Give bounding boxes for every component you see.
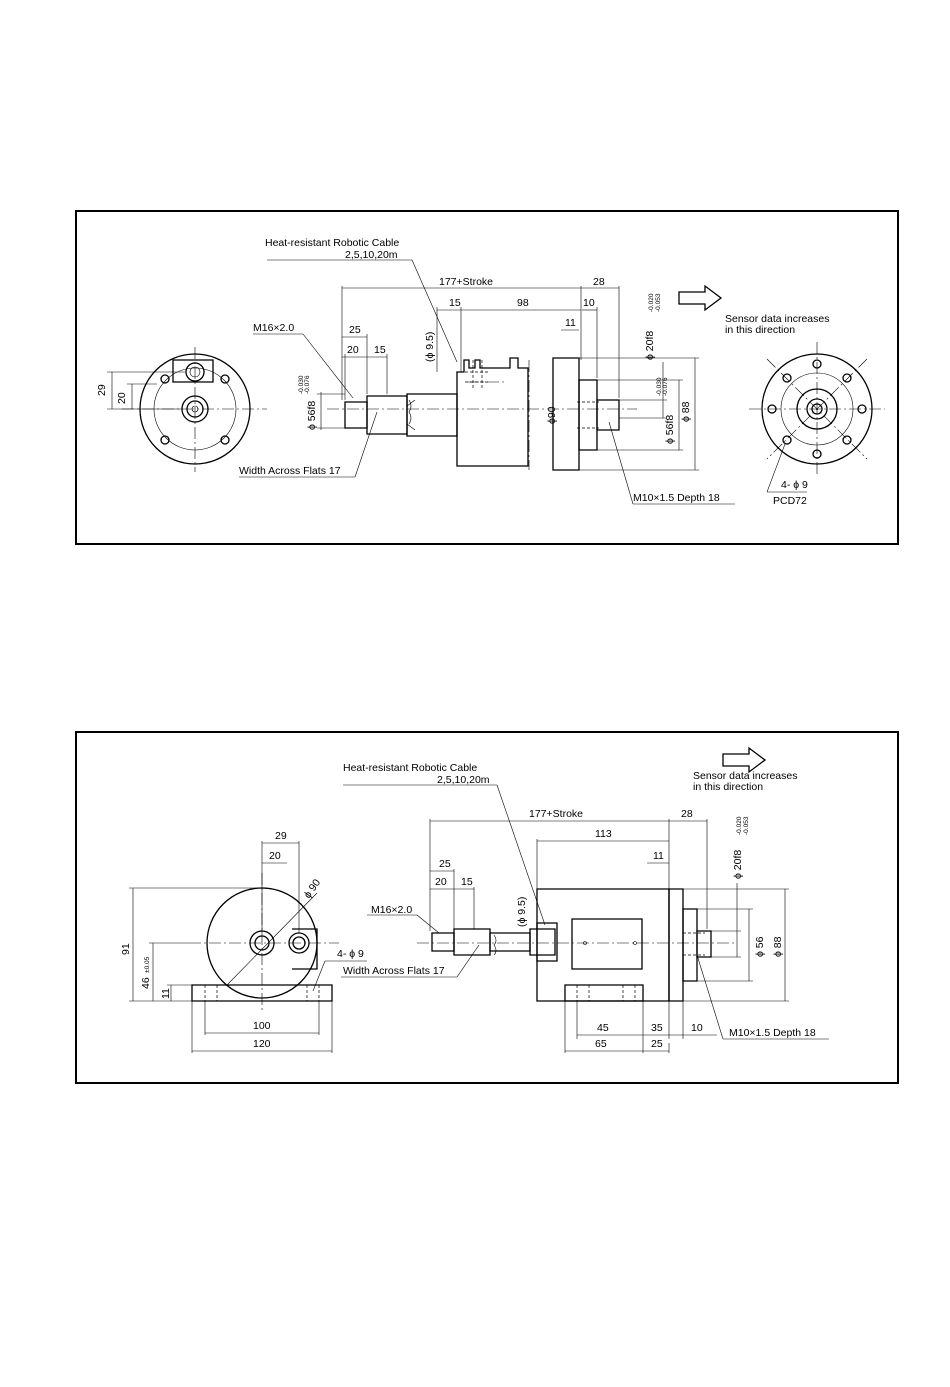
dim-20-label: 20	[435, 876, 447, 888]
dim-20-vertical-label: 20	[116, 392, 128, 404]
tol-20-lower: -0.053	[655, 293, 662, 312]
dim-91-label: 91	[120, 943, 132, 955]
cable-leader-line	[496, 784, 546, 926]
dim-15-label: 15	[461, 876, 473, 888]
direction-arrow-icon	[678, 284, 723, 312]
left-end-view	[107, 347, 267, 472]
dim-phi56-label: ϕ 56	[754, 936, 766, 957]
drawing-panel-flange-mount: 29 20 1	[75, 210, 899, 545]
side-view-foot	[417, 888, 737, 1002]
dim-phi88-label: ϕ 88	[680, 401, 692, 422]
side-view	[327, 357, 637, 471]
dim-total-label: 177+Stroke	[529, 808, 583, 820]
dim-113-label: 113	[595, 828, 612, 840]
direction-arrow-icon	[722, 746, 767, 774]
foot-mount-drawing: 29 20 ϕ 90 91 46 ±0.05 11 4- ϕ 9 100 120	[120, 746, 829, 1053]
end-thread-leader	[696, 954, 724, 1040]
dim-25b-label: 25	[651, 1038, 663, 1050]
tol-20-lower: -0.053	[743, 816, 750, 835]
dim-phi95-label: (ϕ 9.5)	[516, 897, 528, 927]
rod-thread-leader	[416, 914, 440, 934]
sensor-direction-line2: in this direction	[693, 781, 763, 793]
tol-20-upper: -0.020	[648, 293, 655, 312]
dim-phi90-label: ϕ 90	[302, 877, 324, 901]
sensor-direction-line1: Sensor data increases	[693, 770, 797, 782]
dim-15-label: 15	[449, 297, 461, 309]
cable-label: Heat-resistant Robotic Cable	[343, 762, 477, 774]
tol-56r-upper: -0.030	[656, 377, 663, 396]
dim-10-label: 10	[691, 1022, 703, 1034]
dim-100-label: 100	[253, 1020, 271, 1032]
end-thread-leader	[608, 421, 634, 505]
drawing-panel-foot-mount: 29 20 ϕ 90 91 46 ±0.05 11 4- ϕ 9 100 120	[75, 731, 899, 1084]
dim-phi56f8-label: ϕ 56f8	[306, 401, 318, 430]
rod-thread-label: M16×2.0	[371, 904, 412, 916]
dim-11-label: 11	[565, 317, 576, 329]
dim-10-label: 10	[583, 297, 595, 309]
rod-thread-label: M16×2.0	[253, 322, 294, 334]
rod-thread-leader	[302, 333, 354, 399]
dim-phi95-label: (ϕ 9.5)	[424, 332, 436, 362]
dim-29-label: 29	[96, 384, 108, 396]
dim-65-label: 65	[595, 1038, 607, 1050]
dim-20-label: 20	[347, 344, 359, 356]
dim-25-label: 25	[439, 858, 451, 870]
holes-leader	[766, 443, 786, 493]
dim-phi20f8-label: ϕ 20f8	[644, 331, 656, 360]
cable-label: Heat-resistant Robotic Cable	[265, 237, 399, 249]
end-thread-label: M10×1.5 Depth 18	[729, 1027, 816, 1039]
dim-98-label: 98	[517, 297, 529, 309]
dim-phi56f8-right-label: ϕ 56f8	[664, 415, 676, 444]
flange-mount-drawing: 29 20 1	[96, 237, 885, 507]
pcd-label: PCD72	[773, 495, 807, 507]
tol-56-lower: -0.076	[304, 375, 311, 394]
cable-leader-line	[411, 259, 458, 363]
tol-56-upper: -0.030	[298, 375, 305, 394]
dim-11v-label: 11	[160, 988, 172, 999]
dim-46-label: 46	[140, 977, 152, 989]
width-across-flats-label: Width Across Flats 17	[239, 465, 341, 477]
dim-total-label: 177+Stroke	[439, 276, 493, 288]
end-thread-label: M10×1.5 Depth 18	[633, 492, 720, 504]
dim-phi88-label: ϕ 88	[772, 936, 784, 957]
dim-28-label: 28	[593, 276, 605, 288]
flats-leader	[456, 944, 480, 978]
dim-phi90-label: ϕ90	[546, 406, 558, 424]
tol-20-upper: -0.020	[736, 816, 743, 835]
cable-lengths-label: 2,5,10,20m	[345, 249, 398, 261]
dim-35-label: 35	[651, 1022, 663, 1034]
dim-120-label: 120	[253, 1038, 271, 1050]
tol-56r-lower: -0.076	[662, 377, 669, 396]
dim-28-label: 28	[681, 808, 693, 820]
flats-leader	[354, 411, 378, 478]
left-end-view-foot	[189, 873, 339, 1013]
cable-lengths-label: 2,5,10,20m	[437, 774, 490, 786]
dim-29-label: 29	[275, 830, 287, 842]
tol-46-label: ±0.05	[144, 956, 151, 973]
dimension-lines-top	[341, 286, 620, 400]
width-across-flats-label: Width Across Flats 17	[343, 965, 445, 977]
dim-11-label: 11	[653, 850, 664, 862]
right-end-view	[749, 342, 885, 476]
holes-label: 4- ϕ 9	[781, 479, 808, 491]
holes-leader	[312, 960, 326, 992]
sensor-direction-line2: in this direction	[725, 324, 795, 336]
dim-20-top-label: 20	[269, 850, 281, 862]
dim-15b-label: 15	[374, 344, 386, 356]
dim-25-label: 25	[349, 324, 361, 336]
sensor-direction-line1: Sensor data increases	[725, 313, 829, 325]
holes-label: 4- ϕ 9	[337, 948, 364, 960]
dim-45-label: 45	[597, 1022, 609, 1034]
dim-phi20f8-label: ϕ 20f8	[732, 850, 744, 879]
